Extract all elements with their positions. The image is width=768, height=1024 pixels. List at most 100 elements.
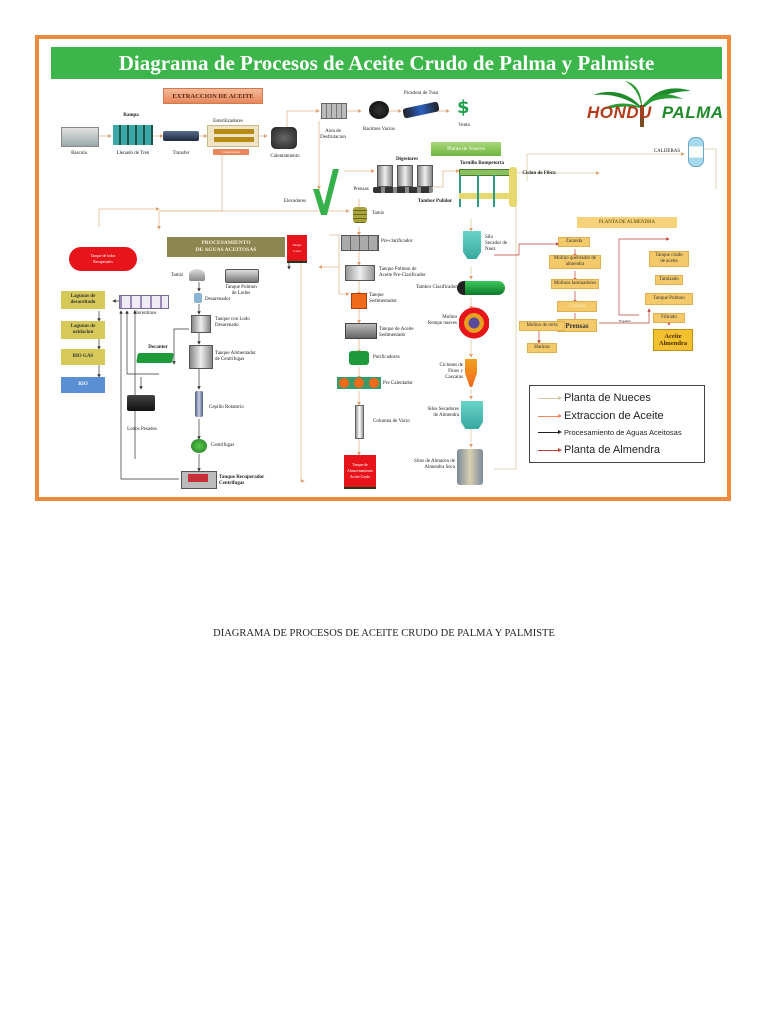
fiber-cyclone-icon	[509, 167, 517, 207]
label-racimos-vacios: Racimos Vacios	[363, 127, 395, 132]
digester-1-icon	[377, 165, 393, 187]
legend: Planta de Nueces Extraccion de Aceite Pr…	[529, 385, 705, 463]
almond-molino-torta: Molino de torta	[519, 321, 565, 331]
label-decanter: Decanter	[148, 345, 168, 350]
label-cic-line3: Cascaras	[445, 375, 463, 380]
label-tanque-lodo-desarenado: Tanque con Lodo Desarenado	[215, 317, 259, 329]
label-tld-line1: Tanque con Lodo	[215, 317, 250, 322]
label-tas-line2: Sedimentado	[379, 333, 406, 338]
centrifuge-icon	[191, 439, 207, 453]
digester-2-icon	[397, 165, 413, 187]
label-picadora: Picadora de Tusa	[403, 91, 439, 96]
settling-tank-icon	[351, 293, 367, 309]
empty-bunches-icon	[369, 101, 389, 119]
label-area-line1: Area de	[325, 129, 341, 134]
biogas-box: BIO GAS	[61, 349, 105, 365]
label-tambor-pulidor: Tambor Pulidor	[417, 199, 453, 204]
legend-item-water: Procesamiento de Aguas Aceitosas	[538, 428, 682, 437]
figure-caption: DIAGRAMA DE PROCESOS DE ACEITE CRUDO DE …	[213, 628, 555, 639]
almond-cocinas: Cocinas	[557, 301, 597, 312]
desander-icon	[194, 293, 202, 303]
almond-molino-quebrador: Molino quebrador de almendra	[549, 255, 601, 269]
palm-tree-icon	[593, 81, 691, 127]
label-sa-line1: Silos de Almacen de	[414, 459, 455, 464]
preclarifier-tank-icon	[345, 265, 375, 281]
label-area-desfrutacion: Area de Desfrutacion	[313, 129, 353, 141]
label-ss-line1: Silo	[485, 235, 494, 240]
label-ssa-line1: Silos Secadores	[427, 407, 459, 412]
label-ss-line3: Nuez	[485, 247, 496, 252]
label-tl-line2: Lodos	[293, 249, 301, 253]
label-desarenador: Desarenador	[205, 297, 231, 302]
nuts-section-header: Planta de Nueces	[431, 142, 501, 156]
preheater-icon	[337, 377, 381, 389]
label-ssa-line2: de Almendra	[433, 413, 459, 418]
logo-palma: PALMA	[661, 103, 724, 122]
elevator-icon	[313, 169, 339, 215]
label-silo-secador: Silo Secador de Nuez	[485, 235, 515, 253]
presses-icon	[373, 187, 433, 193]
water-section-header: PROCESAMIENTO DE AGUAS ACEITOSAS	[167, 237, 285, 257]
almond-tamizado: Tamizado	[655, 275, 683, 285]
label-expeller: Expeller	[619, 319, 631, 323]
nut-plant-structure-icon	[459, 175, 515, 207]
crude-oil-storage-tank: Tanque de Almacenamiento Aceite Crudo	[344, 455, 376, 489]
label-tpl-line1: Tanque Pulmon	[225, 285, 257, 290]
scale-icon	[61, 127, 99, 147]
vacuum-column-icon	[355, 405, 364, 439]
almond-oil-product: Aceite Almendra	[653, 329, 693, 351]
condensados-box: Condensados	[213, 149, 249, 155]
label-columna-vacio: Columna de Vacio	[373, 419, 410, 424]
florentine-tanks-icon	[119, 295, 169, 309]
river-box: RIO	[61, 377, 105, 393]
heater-icon	[271, 127, 297, 149]
label-ts-line2: Sedimentador	[369, 299, 397, 304]
dollar-icon: $	[457, 97, 470, 118]
label-tac-line3: Aceite Crudo	[349, 475, 371, 479]
water-sieve-icon	[189, 269, 205, 281]
label-tpp-line1: Tanque Pulmon de	[379, 267, 417, 272]
label-tambor-clasificador: Tambor Clasificador	[415, 285, 457, 290]
classifier-drum-icon	[457, 281, 505, 295]
water-header-line1: PROCESAMIENTO	[201, 240, 251, 246]
label-florentinos: Florentinos	[133, 311, 157, 316]
label-sa-line2: Almendra Seca	[424, 465, 455, 470]
sludge-truck-icon	[127, 395, 155, 411]
label-ta-line2: de Centrifugas	[215, 357, 245, 362]
label-mol-line2: Rompe nueces	[427, 321, 457, 326]
legend-label-nuts: Planta de Nueces	[564, 392, 651, 404]
almond-dryer-silos-icon	[461, 401, 483, 429]
centrifuge-feed-tank-icon	[189, 345, 213, 369]
label-tanque-aceite-sedimentado: Tanque de Aceite Sedimentado	[379, 327, 423, 339]
label-tas-line1: Tanque de Aceite	[379, 327, 414, 332]
legend-item-nuts: Planta de Nueces	[538, 392, 651, 404]
ramp-icon	[113, 125, 153, 145]
sludge-tank: Tanque Lodos	[287, 235, 307, 263]
label-mq-line1: Molino quebrador de	[553, 256, 597, 261]
cyclones-icon	[465, 359, 477, 387]
extraction-section-header: EXTRACCION DE ACEITE	[163, 88, 263, 104]
label-ld-line1: Lagunas de	[70, 294, 96, 299]
label-tanque-sedimentador: Tanque Sedimentador	[369, 293, 403, 305]
label-digestores: Digestores	[395, 157, 419, 162]
label-tc-line2: de aceite	[660, 259, 678, 264]
nut-cracker-mill-icon	[459, 307, 489, 339]
desoiling-lagoon: Lagunas de desaceitado	[61, 291, 105, 309]
label-tpp-line2: Aceite Pre-Clarificador	[379, 273, 426, 278]
almond-section-header: PLANTA DE ALMENDRA	[577, 217, 677, 228]
label-tac-line2: Almacenamiento	[347, 469, 373, 473]
transfer-icon	[163, 131, 199, 141]
label-elevadores: Elevadores	[283, 199, 307, 204]
label-esterilizadores: Esterilizadores	[213, 119, 243, 124]
label-ts-line1: Tanque	[369, 293, 384, 298]
label-calderas: CALDERAS	[653, 149, 681, 154]
oxidation-lagoon: Lagunas de oxidacion	[61, 321, 105, 339]
label-ciclon-fibra: Ciclon de Fibra	[522, 171, 556, 176]
boiler-icon	[688, 137, 704, 167]
label-ciclones: Ciclones de Finos y Cascaras	[425, 363, 463, 381]
label-rampa: Rampa	[123, 113, 139, 118]
label-lo-line2: oxidacion	[72, 330, 94, 335]
almond-zaranda: Zaranda	[558, 237, 590, 247]
preclarifier-icon	[341, 235, 379, 251]
label-lodos-pesados: Lodos Pesados	[127, 427, 157, 432]
